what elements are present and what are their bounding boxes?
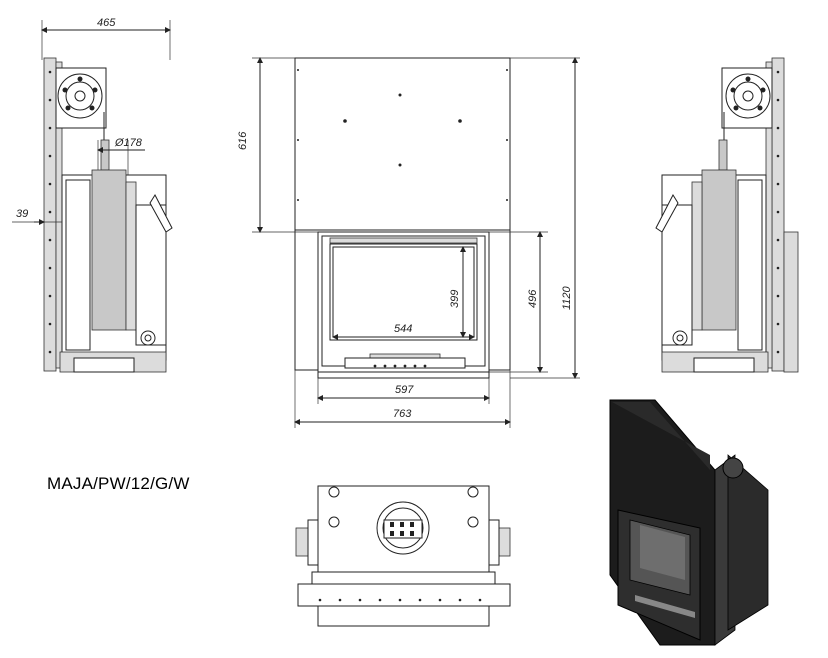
dim-door-width: 597: [395, 384, 414, 396]
dim-door-height: 496: [527, 289, 539, 308]
top-view: [295, 485, 511, 627]
dim-glass-height: 399: [449, 290, 461, 308]
dim-side-depth: 465: [97, 17, 116, 29]
dim-glass-width: 544: [394, 323, 412, 335]
side-view-left: 465 Ø178: [12, 17, 173, 373]
dim-side-offset: 39: [16, 208, 28, 220]
dim-outlet-diameter: Ø178: [114, 137, 143, 149]
dim-total-height: 1120: [561, 285, 573, 310]
model-label: MAJA/PW/12/G/W: [47, 474, 190, 493]
side-view-right: [655, 57, 799, 373]
front-view: 616 399 544 496 1120 597 763: [237, 57, 580, 428]
dim-top-height: 616: [237, 131, 249, 150]
perspective-render: [609, 399, 769, 646]
dim-total-width: 763: [393, 408, 412, 420]
